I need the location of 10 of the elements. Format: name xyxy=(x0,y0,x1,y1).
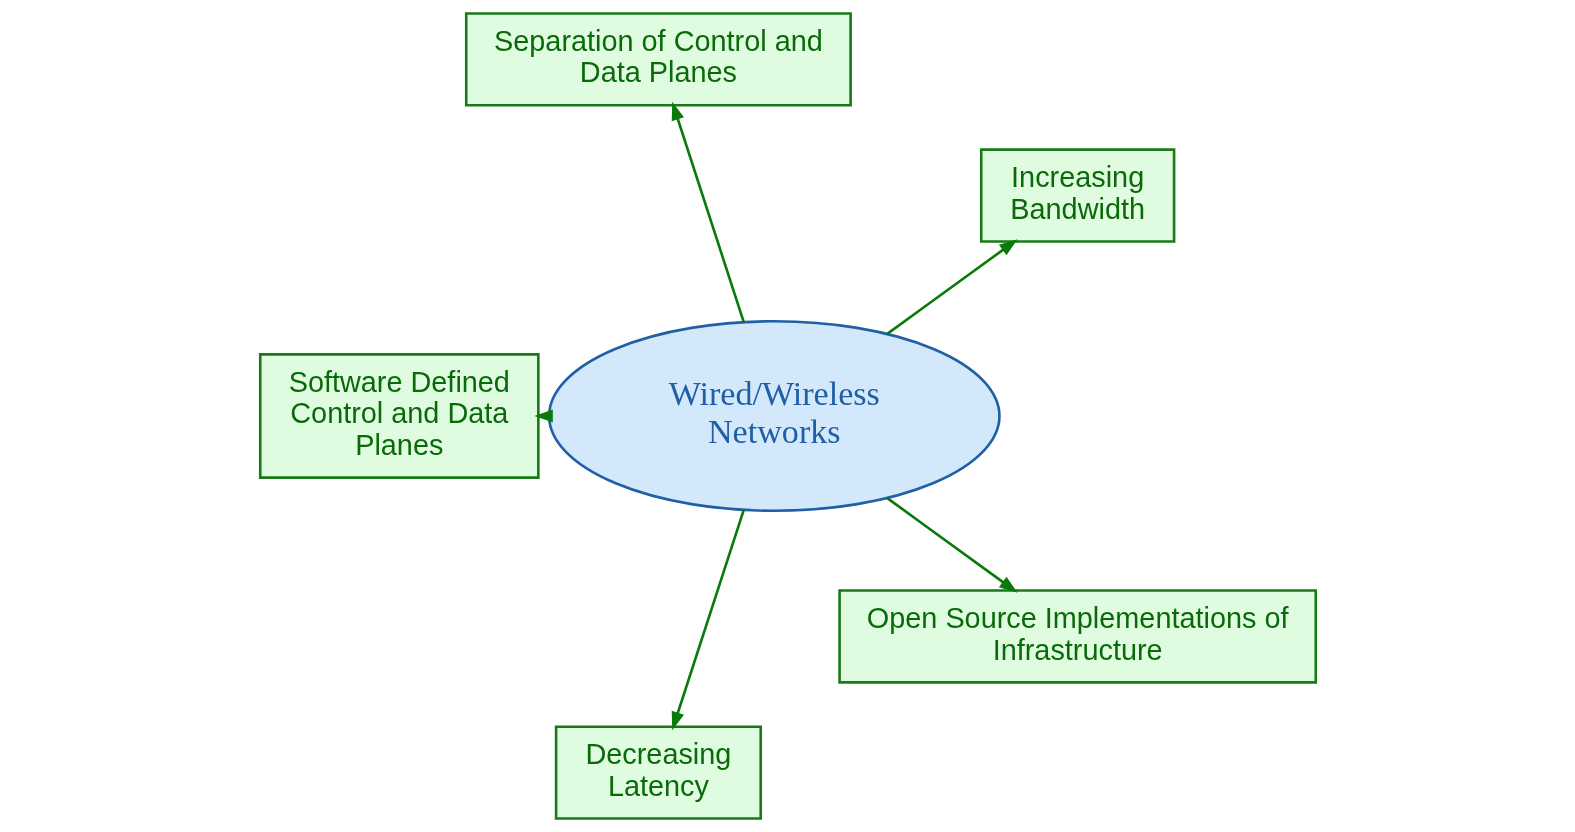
node-box: Increasing Bandwidth xyxy=(979,148,1175,243)
node-box: Software Defined Control and Data Planes xyxy=(258,353,540,479)
node-box: Open Source Implementations of Infrastructure xyxy=(837,589,1317,684)
node-box: Separation of Control and Data Planes xyxy=(464,12,852,107)
arrow xyxy=(885,497,1018,593)
arrow xyxy=(671,101,745,323)
arrow xyxy=(671,509,745,731)
node-box: Decreasing Latency xyxy=(554,725,762,820)
arrow xyxy=(885,239,1018,335)
arrow xyxy=(533,409,553,423)
